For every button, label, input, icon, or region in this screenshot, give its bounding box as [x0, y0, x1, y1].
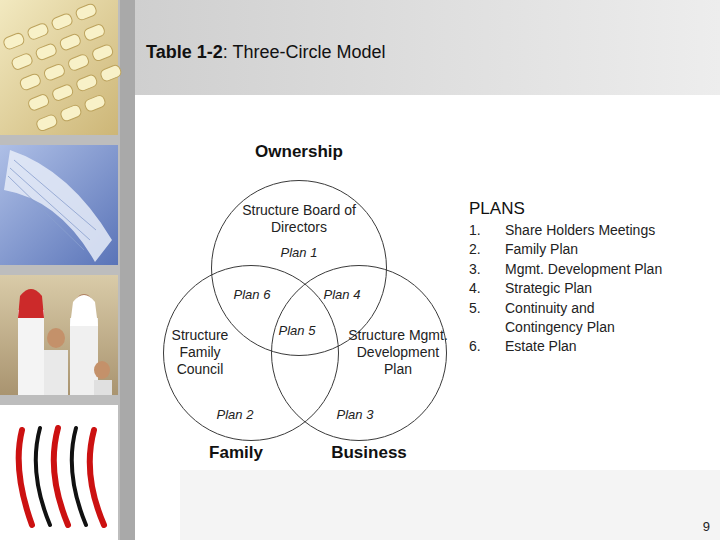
plan-label: Plan 3 — [337, 407, 374, 422]
text-wrap: Ownership — [214, 142, 384, 162]
text-wrap: Structure Mgmt. Development Plan — [348, 327, 448, 378]
label-wrap: Plan 5 — [279, 323, 316, 338]
list-item: Strategic Plan — [505, 279, 670, 298]
list-item: Family Plan — [505, 240, 670, 259]
plan-label: Plan 1 — [281, 245, 318, 260]
text-wrap: Business — [294, 443, 444, 463]
text-wrap: Structure Board of Directors — [234, 202, 364, 236]
list-number: 1. — [469, 221, 505, 240]
circle-heading: Ownership — [214, 142, 384, 162]
pageno-wrap: 9 — [703, 519, 710, 534]
label-wrap: Plan 2 — [217, 407, 254, 422]
label-wrap: Plan 6 — [234, 287, 271, 302]
text-wrap: Family — [171, 443, 301, 463]
list-number: 4. — [469, 279, 505, 298]
list-item: Mgmt. Development Plan — [505, 260, 670, 279]
title-wrap: Table 1-2: Three-Circle Model — [146, 41, 385, 63]
list-item: Continuity and Contingency Plan — [505, 299, 670, 338]
plans-list: PLANS1.Share Holders Meetings2.Family Pl… — [469, 198, 670, 357]
plan-label: Plan 4 — [324, 287, 361, 302]
list-item: Share Holders Meetings — [505, 221, 670, 240]
plan-label: Plan 2 — [217, 407, 254, 422]
label-wrap: Plan 1 — [281, 245, 318, 260]
list-number: 5. — [469, 299, 505, 338]
text-wrap: Structure Family Council — [155, 327, 245, 378]
label-wrap: Plan 4 — [324, 287, 361, 302]
structure-text: Structure Board of Directors — [234, 202, 364, 236]
plan-label: Plan 6 — [234, 287, 271, 302]
circle-heading: Business — [294, 443, 444, 463]
list-number: 3. — [469, 260, 505, 279]
list-item: Estate Plan — [505, 337, 670, 356]
slide-title: Table 1-2: Three-Circle Model — [146, 41, 385, 63]
list-number: 2. — [469, 240, 505, 259]
label-wrap: Plan 3 — [337, 407, 374, 422]
list-heading: PLANS — [469, 198, 670, 220]
plan-label: Plan 5 — [279, 323, 316, 338]
circle-heading: Family — [171, 443, 301, 463]
list-number: 6. — [469, 337, 505, 356]
structure-text: Structure Family Council — [155, 327, 245, 378]
page-number: 9 — [703, 519, 710, 534]
structure-text: Structure Mgmt. Development Plan — [348, 327, 448, 378]
